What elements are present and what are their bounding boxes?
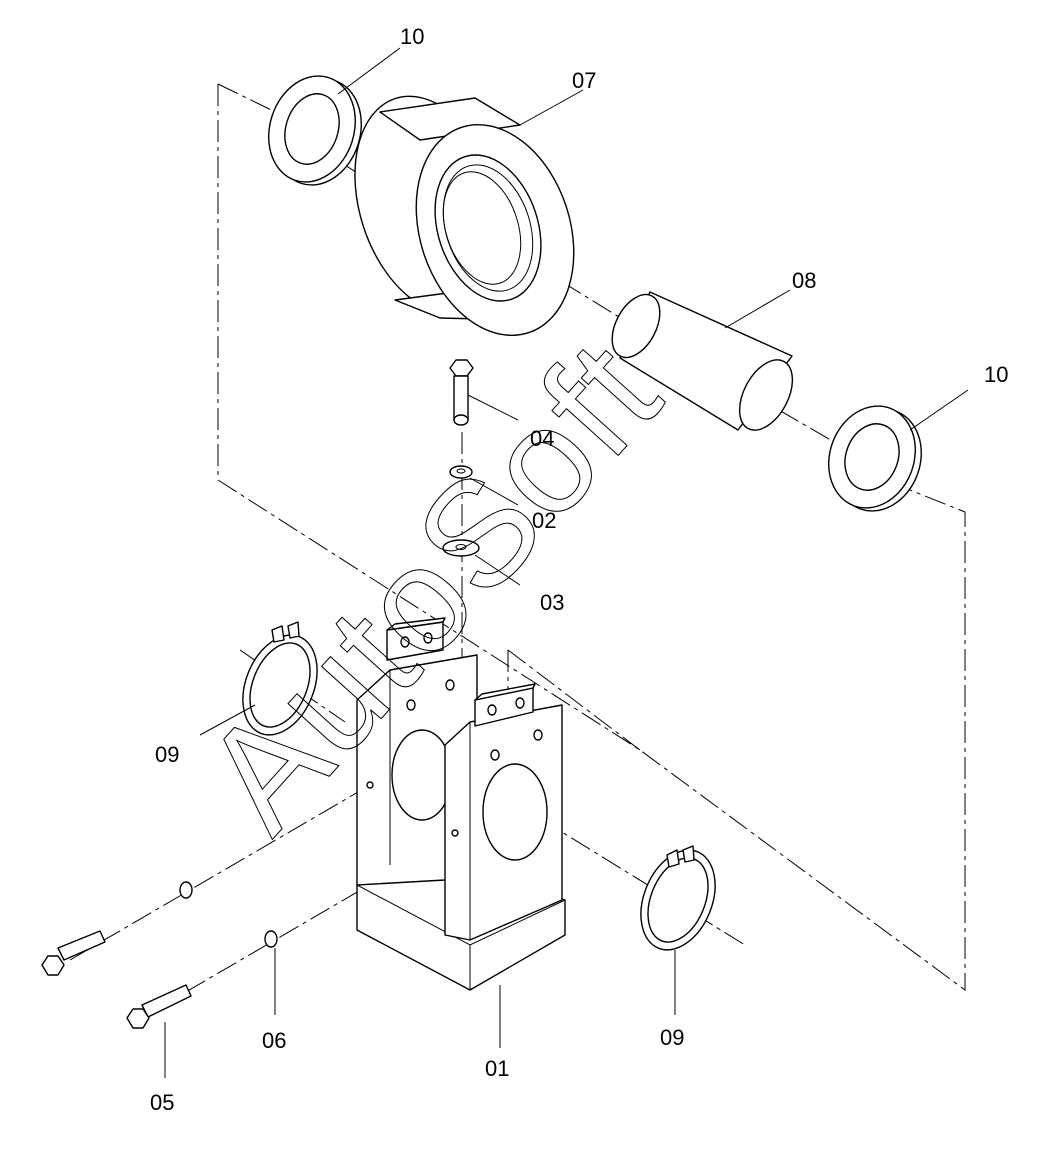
callout-07: 07 [572, 68, 596, 93]
seal-ring-top [268, 75, 362, 186]
lock-washer-vertical [449, 465, 473, 479]
callout-05: 05 [150, 1090, 174, 1115]
circlip-left [242, 621, 318, 736]
bolt-upper [41, 930, 106, 976]
bolt-vertical [449, 359, 474, 426]
callout-09-left: 09 [155, 742, 179, 767]
seal-ring-right [828, 405, 922, 512]
flat-washer [442, 539, 480, 557]
callout-08: 08 [792, 268, 816, 293]
leader-lines [164, 47, 969, 1078]
callout-03: 03 [540, 590, 564, 615]
callout-10-top: 10 [400, 24, 424, 49]
callout-labels: 10 07 08 10 04 02 03 09 09 01 06 05 [150, 24, 1008, 1115]
pin-shaft [611, 291, 794, 431]
callout-10-right: 10 [984, 362, 1008, 387]
bolt-lower [126, 984, 192, 1029]
roller-wheel [354, 95, 575, 336]
callout-06: 06 [262, 1028, 286, 1053]
callout-02: 02 [532, 508, 556, 533]
callout-09-right: 09 [660, 1025, 684, 1050]
circlip-right [640, 845, 716, 951]
lock-washer-lower [264, 930, 278, 948]
callout-01: 01 [485, 1056, 509, 1081]
callout-04: 04 [530, 426, 554, 451]
roller-bracket-housing [356, 617, 566, 991]
lock-washer-upper [179, 881, 193, 899]
